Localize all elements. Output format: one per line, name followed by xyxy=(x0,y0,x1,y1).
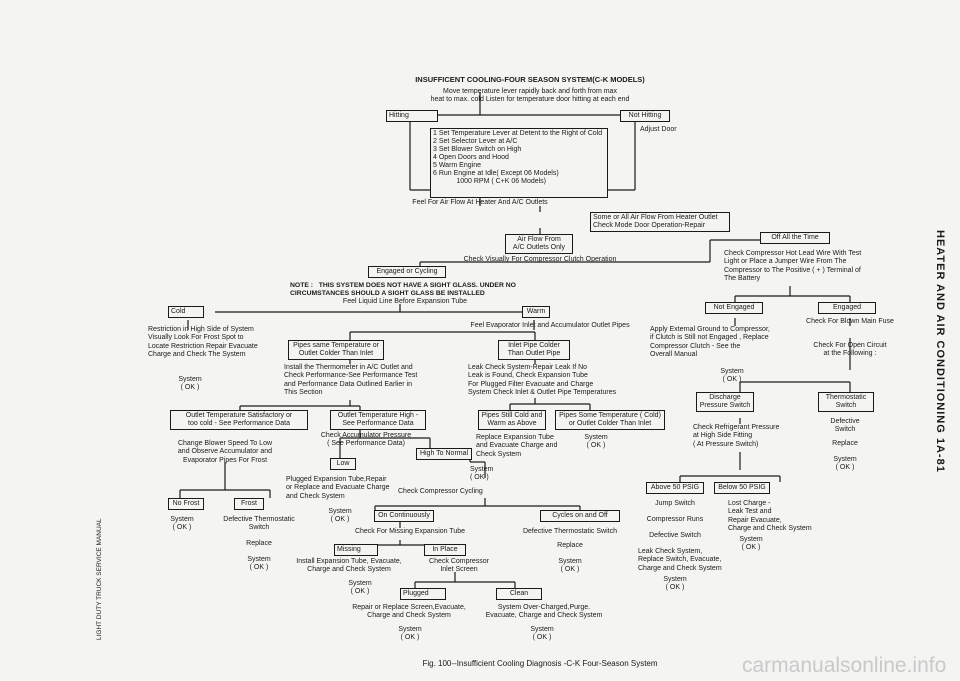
step-adjust-door: Adjust Door xyxy=(640,126,677,133)
box-warm: Warm xyxy=(522,306,550,318)
box-outlet-satisfactory: Outlet Temperature Satisfactory or too c… xyxy=(170,410,308,430)
box-discharge-switch: Discharge Pressure Switch xyxy=(696,392,754,412)
step-lost-charge: Lost Charge - Leak Test and Repair Evacu… xyxy=(728,500,812,533)
step-repair-screen: Repair or Replace Screen,Evacuate, Charg… xyxy=(352,604,466,620)
box-pipes-still-cold: Pipes Still Cold and Warm as Above xyxy=(478,410,546,430)
step-replace-expansion: Replace Expansion Tube and Evacuate Char… xyxy=(476,434,558,458)
step-check-missing-expansion: Check For Missing Expansion Tube xyxy=(354,528,466,535)
box-on-continuously: On Continuously xyxy=(374,510,434,522)
step-check-hot-lead: Check Compressor Hot Lead Wire With Test… xyxy=(724,250,862,283)
box-ac-outlets-only: Air Flow From A/C Outlets Only xyxy=(505,234,573,254)
box-outlet-high: Outlet Temperature High - See Performanc… xyxy=(330,410,426,430)
box-hitting: Hitting xyxy=(386,110,438,122)
step-feel-liquid-line: Feel Liquid Line Before Expansion Tube xyxy=(342,298,468,305)
box-above-50-psig: Above 50 PSIG xyxy=(646,482,704,494)
result-system-ok-8: System ( OK ) xyxy=(530,626,554,642)
step-defective-thermo-switch: Defective Thermostatic Switch xyxy=(522,528,617,535)
box-cycles-on-off: Cycles on and Off xyxy=(540,510,620,522)
step-install-thermometer: Install the Thermometer in A/C Outlet an… xyxy=(284,364,418,397)
label-system-3: System xyxy=(833,456,857,463)
watermark: carmanualsonline.info xyxy=(742,654,947,677)
result-system-ok-11: System ( OK ) xyxy=(739,536,763,552)
label-ok-3: ( OK ) xyxy=(835,464,855,471)
step-check-clutch: Check Visually For Compressor Clutch Ope… xyxy=(463,256,617,263)
box-in-place: In Place xyxy=(424,544,466,556)
box-thermostatic-switch: Thermostatic Switch xyxy=(818,392,874,412)
box-below-50-psig: Below 50 PSIG xyxy=(714,482,770,494)
step-replace-1: Replace xyxy=(246,540,272,547)
box-engaged-cycling: Engaged or Cycling xyxy=(368,266,446,278)
step-defective-thermostatic: Defective Thermostatic Switch xyxy=(223,516,295,532)
box-frost: Frost xyxy=(234,498,264,510)
result-system-ok-2: System ( OK ) xyxy=(584,434,608,450)
box-not-engaged: Not Engaged xyxy=(705,302,763,314)
box-missing: Missing xyxy=(334,544,378,556)
box-engaged: Engaged xyxy=(818,302,876,314)
step-move-temp-lever: Move temperature lever rapidly back and … xyxy=(430,88,630,104)
step-leak-check: Leak Check System-Repair Leak If No Leak… xyxy=(468,364,617,397)
label-ok-2: ( OK ) xyxy=(560,566,580,573)
step-restriction-high-side: Restriction in High Side of System Visua… xyxy=(148,326,258,359)
box-setup-steps: 1 Set Temperature Lever at Detent to the… xyxy=(430,128,608,198)
box-not-hitting: Not Hitting xyxy=(620,110,670,122)
box-cold: Cold xyxy=(168,306,204,318)
diagram-title: INSUFFICENT COOLING-FOUR SEASON SYSTEM(C… xyxy=(415,75,645,84)
step-feel-evaporator: Feel Evaporator Inlet and Accumulator Ou… xyxy=(470,322,630,329)
step-change-blower: Change Blower Speed To Low and Observe A… xyxy=(177,440,273,464)
result-system-ok-4: System ( OK ) xyxy=(170,516,194,532)
result-system-ok-7: System ( OK ) xyxy=(398,626,422,642)
step-check-open-circuit: Check For Open Circuit at the Following … xyxy=(813,342,887,358)
step-replace-2: Replace xyxy=(557,542,583,549)
side-label-right: HEATER AND AIR CONDITIONING 1A-81 xyxy=(934,230,946,473)
result-system-ok-5: System ( OK ) xyxy=(328,508,352,524)
box-no-frost: No Frost xyxy=(168,498,204,510)
step-compressor-runs: Compressor Runs xyxy=(646,516,704,523)
result-system-ok-10: System ( OK ) xyxy=(663,576,687,592)
step-def-switch: Defective Switch xyxy=(649,532,701,539)
step-check-refrigerant: Check Refrigerant Pressure at High Side … xyxy=(693,424,780,448)
result-system-ok-9: System ( OK ) xyxy=(720,368,744,384)
box-inlet-colder: Inlet Pipe Colder Than Outlet Pipe xyxy=(498,340,570,360)
box-clean: Clean xyxy=(496,588,542,600)
box-high-to-normal: High To Normal xyxy=(416,448,472,460)
step-feel-air-flow: Feel For Air Flow At Heater And A/C Outl… xyxy=(412,199,548,206)
box-low: Low xyxy=(330,458,356,470)
box-off-all-time: Off All the Time xyxy=(760,232,830,244)
box-plugged: Plugged xyxy=(400,588,446,600)
label-system-ok-3: System ( OK ) xyxy=(470,466,494,482)
step-plugged-expansion: Plugged Expansion Tube,Repair or Replace… xyxy=(286,476,390,500)
step-replace-3: Replace xyxy=(832,440,858,447)
box-pipes-some-temp: Pipes Some Temperature ( Cold) or Outlet… xyxy=(555,410,665,430)
step-check-cycling: Check Compressor Cycling xyxy=(398,488,483,495)
label-ok-1: ( OK ) xyxy=(249,564,269,571)
side-label-left: LIGHT DUTY TRUCK SERVICE MANUAL xyxy=(96,518,103,640)
step-check-inlet-screen: Check Compressor Inlet Screen xyxy=(429,558,489,574)
step-apply-external-ground: Apply External Ground to Compressor, if … xyxy=(650,326,770,359)
step-jump-switch: Jump Switch xyxy=(655,500,695,507)
label-system-2: System xyxy=(558,558,582,565)
label-system-1: System xyxy=(247,556,271,563)
result-system-ok-1: System ( OK ) xyxy=(178,376,202,392)
result-system-ok-6: System ( OK ) xyxy=(348,580,372,596)
note-sight-glass: NOTE : THIS SYSTEM DOES NOT HAVE A SIGHT… xyxy=(290,282,516,298)
box-some-all-flow: Some or All Air Flow From Heater Outlet … xyxy=(590,212,730,232)
step-overcharged: System Over-Charged,Purge. Evacuate, Cha… xyxy=(485,604,603,620)
step-leak-replace-switch: Leak Check System, Replace Switch, Evacu… xyxy=(638,548,722,572)
step-defective-switch: Defective Switch xyxy=(830,418,860,434)
box-pipes-same-or-colder: Pipes same Temperature or Outlet Colder … xyxy=(288,340,384,360)
step-check-accumulator: Check Accumulator Pressure ( See Perform… xyxy=(320,432,412,448)
step-install-expansion: Install Expansion Tube, Evacuate, Charge… xyxy=(296,558,402,574)
step-check-blown-fuse: Check For Blown Main Fuse xyxy=(806,318,894,325)
figure-caption: Fig. 100--Insufficient Cooling Diagnosis… xyxy=(422,659,658,668)
